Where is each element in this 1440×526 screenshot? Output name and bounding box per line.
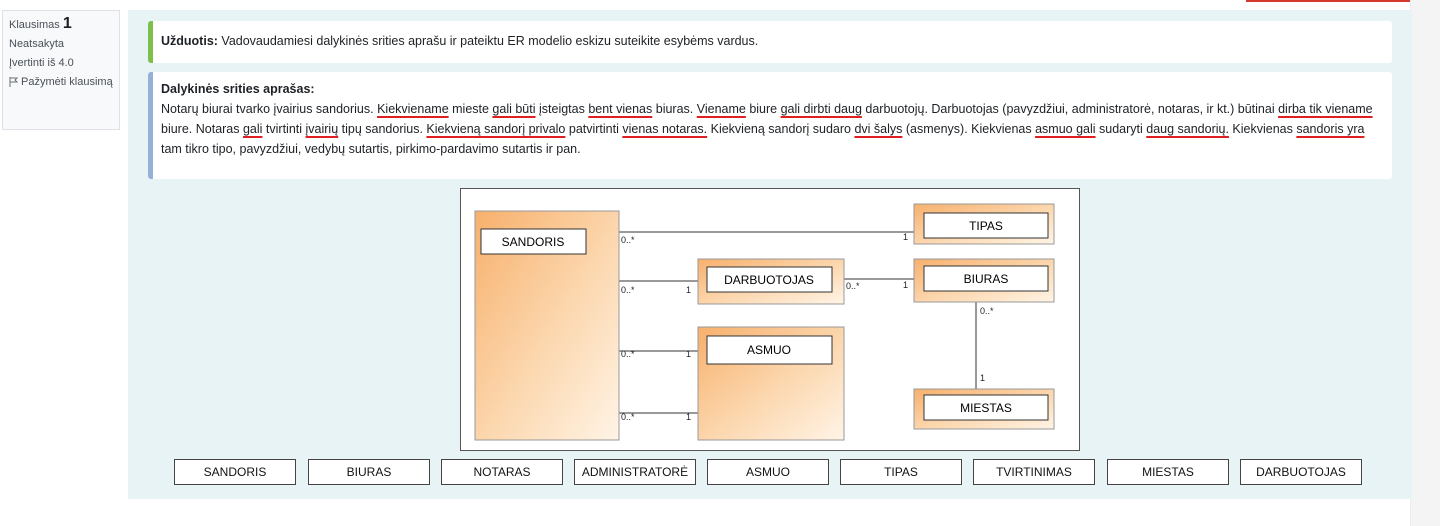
choice-tipas[interactable]: TIPAS xyxy=(840,459,962,485)
description-segment: patvirtinti xyxy=(565,122,623,136)
choice-bank: SANDORIS BIURAS NOTARAS ADMINISTRATORĖ A… xyxy=(174,459,1364,487)
entity-biuras-label: BIURAS xyxy=(964,272,1009,286)
description-segment: Notarų biurai tvarko įvairius sandorius. xyxy=(161,102,378,116)
description-segment: (asmenys). Kiekvienas xyxy=(902,122,1036,136)
mult-sandoris-tipas-many: 0..* xyxy=(621,235,635,245)
underlined-phrase: dvi šalys xyxy=(854,122,903,136)
underlined-phrase: gali dirbti daug xyxy=(780,102,862,116)
underlined-phrase: daug sandorių. xyxy=(1146,122,1229,136)
choice-notaras[interactable]: NOTARAS xyxy=(441,459,563,485)
description-title: Dalykinės srities aprašas: xyxy=(161,82,315,96)
description-segment: sudaryti xyxy=(1095,122,1147,136)
description-segment: tam tikro tipo, pavyzdžiui, vedybų sutar… xyxy=(161,142,581,156)
flag-question-link[interactable]: Pažymėti klausimą xyxy=(9,75,113,89)
choice-tvirtinimas[interactable]: TVIRTINIMAS xyxy=(973,459,1095,485)
question-info-panel: Klausimas 1 Neatsakyta Įvertinti iš 4.0 … xyxy=(2,10,120,130)
entity-sandoris: SANDORIS xyxy=(474,210,620,441)
underlined-phrase: Viename xyxy=(696,102,746,116)
mult-sandoris-asmuo2-many: 0..* xyxy=(621,412,635,422)
question-grade: Įvertinti iš 4.0 xyxy=(9,57,74,69)
question-status: Neatsakyta xyxy=(9,38,65,50)
multiplicity-labels: 0..* 1 0..* 1 0..* 1 0..* 1 0..* 1 0..* … xyxy=(621,232,994,422)
entity-asmuo-label: ASMUO xyxy=(747,343,791,357)
description-text: Notarų biurai tvarko įvairius sandorius.… xyxy=(161,99,1380,159)
description-segment: įsteigtas xyxy=(535,102,589,116)
mult-biuras-miestas-many: 0..* xyxy=(980,306,994,316)
mult-biuras-miestas-one: 1 xyxy=(980,373,985,383)
description-segment: biure xyxy=(745,102,781,116)
description-segment: tipų sandorius. xyxy=(338,122,427,136)
choice-miestas[interactable]: MIESTAS xyxy=(1107,459,1229,485)
mult-sandoris-asmuo-one: 1 xyxy=(686,349,691,359)
task-text: Vadovaudamiesi dalykinės srities aprašu … xyxy=(217,34,759,48)
entity-asmuo: ASMUO xyxy=(697,326,845,441)
mult-sandoris-darbuotojas-one: 1 xyxy=(686,285,691,295)
underlined-phrase: asmuo gali xyxy=(1035,122,1096,136)
flag-icon xyxy=(9,77,18,87)
mult-darbuotojas-biuras-one: 1 xyxy=(903,280,908,290)
description-segment: Kiekvienas xyxy=(1228,122,1297,136)
question-number: Klausimas 1 xyxy=(9,15,72,32)
underlined-phrase: bent vienas xyxy=(588,102,653,116)
underlined-phrase: Kiekvieną sandorį privalo xyxy=(426,122,566,136)
mult-sandoris-tipas-one: 1 xyxy=(903,232,908,242)
underlined-phrase: įvairių xyxy=(305,122,339,136)
entity-tipas: TIPAS xyxy=(913,203,1055,245)
entity-darbuotojas: DARBUOTOJAS xyxy=(697,258,845,305)
entity-biuras: BIURAS xyxy=(913,258,1055,303)
description-segment: biuras. xyxy=(652,102,697,116)
vertical-scrollbar[interactable] xyxy=(1410,0,1440,526)
entity-miestas-label: MIESTAS xyxy=(960,401,1012,415)
question-content: Užduotis: Vadovaudamiesi dalykinės sriti… xyxy=(128,10,1412,499)
choice-administratore[interactable]: ADMINISTRATORĖ xyxy=(574,459,696,485)
description-segment: darbuotojų. Darbuotojas (pavyzdžiui, adm… xyxy=(861,102,1279,116)
mult-sandoris-asmuo2-one: 1 xyxy=(686,412,691,422)
underlined-phrase: gali būti xyxy=(492,102,536,116)
er-diagram-canvas: SANDORIS TIPAS DARBUOTOJAS BIURAS ASMUO xyxy=(474,203,1055,441)
description-segment: Kiekvieną sandorį sudaro xyxy=(707,122,855,136)
entity-tipas-label: TIPAS xyxy=(969,219,1003,233)
entity-sandoris-label: SANDORIS xyxy=(502,235,565,249)
choice-sandoris[interactable]: SANDORIS xyxy=(174,459,296,485)
top-red-bar xyxy=(1246,0,1416,2)
underlined-phrase: vienas notaras. xyxy=(622,122,708,136)
entity-miestas: MIESTAS xyxy=(913,388,1055,430)
mult-darbuotojas-biuras-many: 0..* xyxy=(846,281,860,291)
entity-darbuotojas-label: DARBUOTOJAS xyxy=(724,273,814,287)
description-segment: biure. Notaras xyxy=(161,122,243,136)
underlined-phrase: sandoris yra xyxy=(1296,122,1365,136)
task-card: Užduotis: Vadovaudamiesi dalykinės sriti… xyxy=(148,21,1392,63)
mult-sandoris-asmuo-many: 0..* xyxy=(621,349,635,359)
choice-darbuotojas[interactable]: DARBUOTOJAS xyxy=(1240,459,1362,485)
flag-question-label: Pažymėti klausimą xyxy=(21,76,113,88)
underlined-phrase: gali xyxy=(242,122,263,136)
choice-asmuo[interactable]: ASMUO xyxy=(707,459,829,485)
underlined-phrase: Kiekviename xyxy=(377,102,449,116)
relationship-lines xyxy=(619,231,977,414)
description-segment: tvirtinti xyxy=(262,122,306,136)
choice-biuras[interactable]: BIURAS xyxy=(308,459,430,485)
underlined-phrase: dirba tik viename xyxy=(1278,102,1373,116)
task-label: Užduotis: xyxy=(161,34,218,48)
mult-sandoris-darbuotojas-many: 0..* xyxy=(621,285,635,295)
description-card: Dalykinės srities aprašas: Notarų biurai… xyxy=(148,72,1392,179)
description-segment: mieste xyxy=(448,102,493,116)
er-diagram: SANDORIS TIPAS DARBUOTOJAS BIURAS ASMUO xyxy=(460,188,1080,451)
